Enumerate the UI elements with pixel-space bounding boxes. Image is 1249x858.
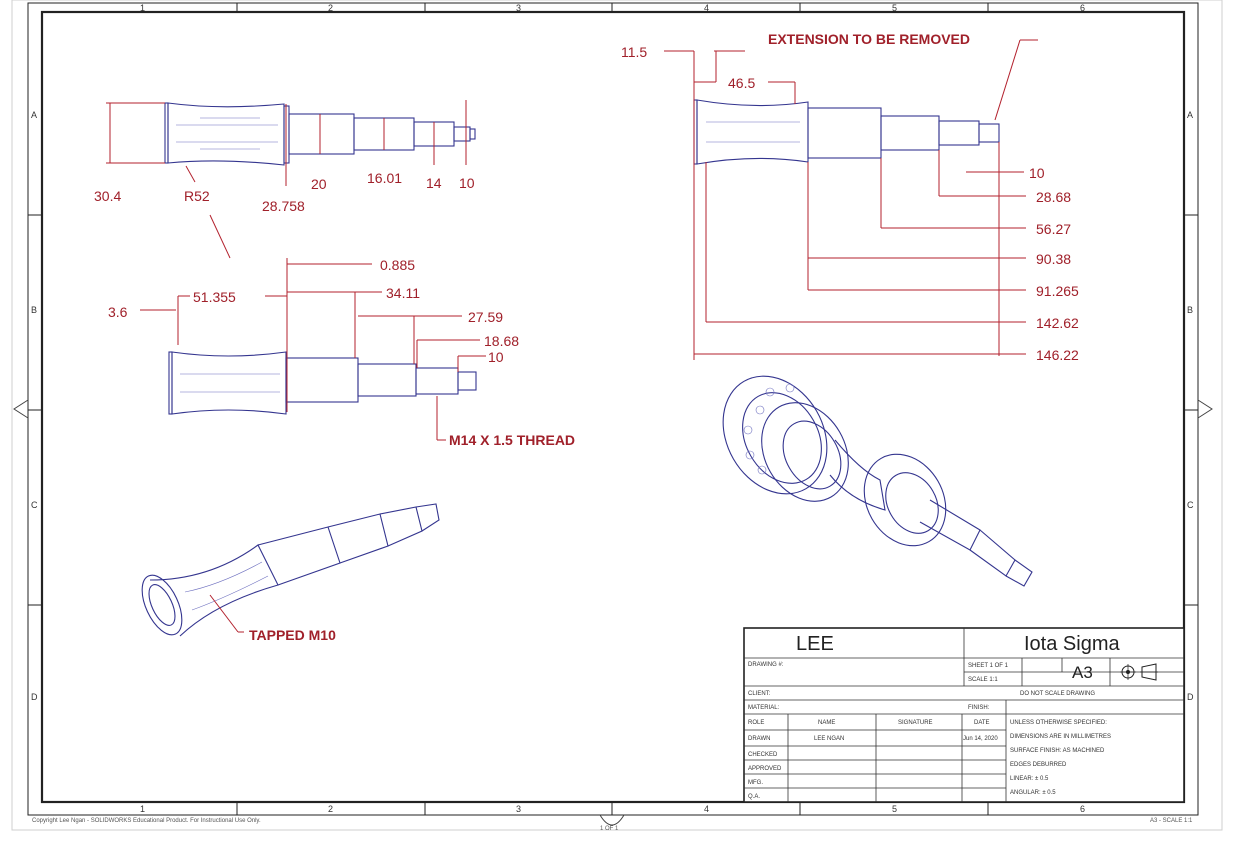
zone-col-bottom-4: 4 xyxy=(704,804,709,814)
zone-col-bottom-2: 2 xyxy=(328,804,333,814)
dim-16-01: 16.01 xyxy=(367,170,402,186)
zone-row-left-b: B xyxy=(31,305,37,315)
zone-col-top-4: 4 xyxy=(704,3,709,13)
zone-col-top-5: 5 xyxy=(892,3,897,13)
dim-28-758: 28.758 xyxy=(262,198,305,214)
tb-row-1-date: Jun 14, 2020 xyxy=(963,736,998,742)
tb-row-3-role: APPROVED xyxy=(748,766,782,772)
dim-90-38: 90.38 xyxy=(1036,251,1071,267)
tb-company: Iota Sigma xyxy=(1024,633,1120,655)
dim-10-right: 10 xyxy=(1029,165,1045,181)
zone-row-right-b: B xyxy=(1187,305,1193,315)
dim-56-27: 56.27 xyxy=(1036,221,1071,237)
zone-row-left-a: A xyxy=(31,110,37,120)
dim-r52: R52 xyxy=(184,188,210,204)
tb-row-0-signature: SIGNATURE xyxy=(898,720,933,726)
view-assembly-iso-right xyxy=(722,375,1033,587)
dim-14: 14 xyxy=(426,175,442,191)
tb-note-2: SURFACE FINISH: AS MACHINED xyxy=(1010,748,1105,754)
tb-row-1-role: DRAWN xyxy=(748,736,770,742)
tb-row-0-name: NAME xyxy=(818,720,835,726)
zone-col-top-3: 3 xyxy=(516,3,521,13)
dim-28-68: 28.68 xyxy=(1036,189,1071,205)
zone-col-bottom-6: 6 xyxy=(1080,804,1085,814)
zone-col-bottom-3: 3 xyxy=(516,804,521,814)
tb-row-5-role: Q.A. xyxy=(748,794,760,800)
tb-note-1: DIMENSIONS ARE IN MILLIMETRES xyxy=(1010,734,1111,740)
tb-row-4-role: MFG. xyxy=(748,780,763,786)
zone-col-top-1: 1 xyxy=(140,3,145,13)
zone-col-bottom-1: 1 xyxy=(140,804,145,814)
note-extension: EXTENSION TO BE REMOVED xyxy=(768,31,970,47)
tb-row-0-role: ROLE xyxy=(748,720,764,726)
dim-0-885: 0.885 xyxy=(380,257,415,273)
dim-18-68: 18.68 xyxy=(484,333,519,349)
zone-col-top-2: 2 xyxy=(328,3,333,13)
view-shaft-top-left: 30.4 R52 28.758 20 16.01 14 10 xyxy=(94,100,476,259)
dim-91-265: 91.265 xyxy=(1036,283,1079,299)
tb-material-label: MATERIAL: xyxy=(748,705,780,711)
dim-30-4: 30.4 xyxy=(94,188,121,204)
tb-client-label: CLIENT: xyxy=(748,691,771,697)
note-tapped: TAPPED M10 xyxy=(249,627,336,643)
tb-row-1-name: LEE NGAN xyxy=(814,736,844,742)
tb-note-0: UNLESS OTHERWISE SPECIFIED: xyxy=(1010,720,1107,726)
tb-note-3: EDGES DEBURRED xyxy=(1010,762,1067,768)
third-angle-projection-icon xyxy=(1120,663,1158,681)
dim-46-5: 46.5 xyxy=(728,75,755,91)
zone-row-right-a: A xyxy=(1187,110,1193,120)
tb-sheet-label: SHEET 1 OF 1 xyxy=(968,663,1009,669)
zone-row-left-d: D xyxy=(31,692,38,702)
dim-142-62: 142.62 xyxy=(1036,315,1079,331)
zone-row-right-c: C xyxy=(1187,500,1194,510)
footer-center: 1 OF 1 xyxy=(600,826,619,832)
title-block: LEE Iota Sigma DRAWING #: SHEET 1 OF 1 S… xyxy=(743,627,1185,803)
dim-20: 20 xyxy=(311,176,327,192)
zone-row-left-c: C xyxy=(31,500,38,510)
dim-51-355: 51.355 xyxy=(193,289,236,305)
tb-drawing-label: DRAWING #: xyxy=(748,662,784,668)
note-thread: M14 X 1.5 THREAD xyxy=(449,432,575,448)
tb-name: LEE xyxy=(796,633,834,655)
tb-row-2-role: CHECKED xyxy=(748,752,778,758)
dim-3-6: 3.6 xyxy=(108,304,128,320)
dim-27-59: 27.59 xyxy=(468,309,503,325)
zone-col-bottom-5: 5 xyxy=(892,804,897,814)
view-shaft-top-right: 11.5 46.5 EXTENSION TO BE REMOVED 10 28.… xyxy=(621,31,1079,363)
tb-do-not-scale: DO NOT SCALE DRAWING xyxy=(1020,691,1095,697)
dim-11-5: 11.5 xyxy=(621,44,647,60)
dim-34-11: 34.11 xyxy=(386,285,420,301)
view-shaft-iso-left: TAPPED M10 xyxy=(141,503,440,643)
tb-size: A3 xyxy=(1072,663,1093,682)
zone-col-top-6: 6 xyxy=(1080,3,1085,13)
zone-labels: 1 2 3 4 5 6 1 2 3 4 5 6 A B C D A B C D xyxy=(31,3,1194,814)
sheet-border xyxy=(13,2,1213,826)
zone-row-right-d: D xyxy=(1187,692,1194,702)
dim-10-mid: 10 xyxy=(488,349,504,365)
tb-row-0-date: DATE xyxy=(974,720,990,726)
dim-10: 10 xyxy=(459,175,475,191)
footer-left: Copyright Lee Ngan - SOLIDWORKS Educatio… xyxy=(32,818,261,824)
footer-right: A3 - SCALE 1:1 xyxy=(1150,818,1193,824)
view-shaft-mid-left: 0.885 3.6 51.355 34.11 27.59 18.68 10 M1… xyxy=(108,257,575,448)
tb-scale-label: SCALE 1:1 xyxy=(968,677,998,683)
dim-146-22: 146.22 xyxy=(1036,347,1079,363)
tb-finish-label: FINISH: xyxy=(968,705,990,711)
tb-note-4: LINEAR: ± 0.5 xyxy=(1010,776,1049,782)
tb-note-5: ANGULAR: ± 0.5 xyxy=(1010,790,1056,796)
